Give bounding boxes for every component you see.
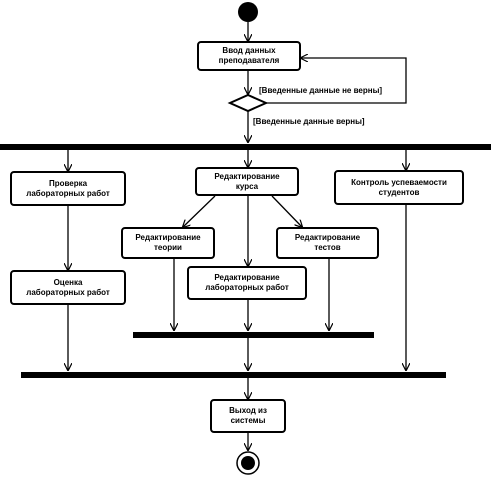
guard-valid: [Введенные данные верны] (253, 117, 365, 126)
decision-node (227, 93, 269, 113)
edit-course-activity: Редактирование курса (195, 167, 299, 196)
inner-join-bar (133, 332, 374, 338)
main-join-bar (21, 372, 446, 378)
guard-invalid: [Введенные данные не верны] (259, 86, 383, 95)
edit-theory-activity: Редактирование теории (121, 227, 215, 259)
edit-tests-activity: Редактирование тестов (276, 227, 379, 259)
initial-node (238, 2, 258, 22)
logout-activity: Выход из системы (210, 399, 286, 433)
check-labs-activity: Проверка лабораторных работ (10, 171, 126, 206)
final-node-core (241, 456, 255, 470)
edit-labs-activity: Редактирование лабораторных работ (187, 266, 307, 300)
enter-data-activity: Ввод данных преподавателя (197, 41, 301, 71)
fork-bar (0, 144, 491, 150)
edge-course-to-tests (271, 195, 302, 227)
edge-invalid-loop (266, 58, 407, 104)
control-progress-activity: Контроль успеваемости студентов (334, 170, 464, 205)
grade-labs-activity: Оценка лабораторных работ (10, 270, 126, 305)
edge-course-to-theory (183, 195, 216, 227)
